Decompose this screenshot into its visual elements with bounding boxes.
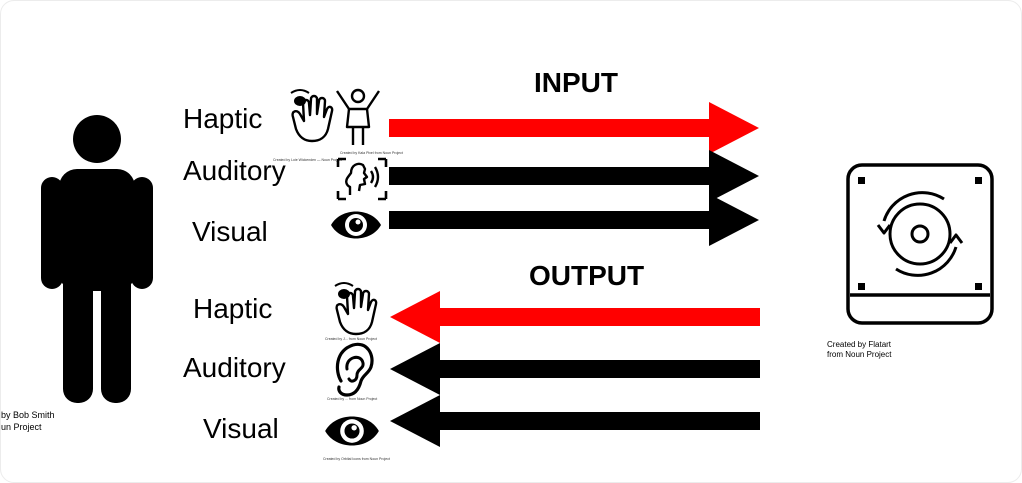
input-auditory-arrow bbox=[389, 150, 759, 202]
cheer-credit: Created by Kala Pixel from Noun Project bbox=[340, 151, 403, 155]
tap-hand-icon bbox=[290, 89, 334, 143]
eye-output-credit: Created by Orbital Icons from Noun Proje… bbox=[323, 457, 390, 461]
person-icon bbox=[41, 115, 153, 403]
device-sync-icon bbox=[846, 163, 994, 325]
input-haptic-label: Haptic bbox=[183, 103, 263, 134]
output-auditory-arrow bbox=[390, 343, 760, 395]
input-visual-arrow bbox=[389, 194, 759, 246]
eye-icon bbox=[331, 211, 381, 239]
input-visual-label: Visual bbox=[192, 216, 268, 247]
ear-credit: Created by ... from Noun Project bbox=[327, 397, 378, 401]
voice-recognition-icon bbox=[336, 157, 388, 201]
tap-output-credit: Created by J... from Noun Project bbox=[325, 337, 377, 341]
device-credit-line-2: from Noun Project bbox=[827, 350, 892, 359]
tap-hand-icon bbox=[334, 282, 378, 336]
person-credit-line-2: un Project bbox=[1, 422, 42, 432]
eye-icon bbox=[325, 416, 379, 446]
ear-icon bbox=[335, 342, 374, 397]
output-haptic-label: Haptic bbox=[193, 293, 273, 324]
output-haptic-arrow bbox=[390, 291, 760, 343]
input-header: INPUT bbox=[534, 67, 618, 98]
output-header: OUTPUT bbox=[529, 260, 645, 291]
output-auditory-label: Auditory bbox=[183, 352, 286, 383]
output-visual-arrow bbox=[390, 395, 760, 447]
input-auditory-label: Auditory bbox=[183, 155, 286, 186]
device-credit-line-1: Created by Flatart bbox=[827, 340, 892, 349]
tap-input-credit: Created by Loie Wickenden — Noun Project bbox=[273, 158, 342, 162]
person-credit-line-1: by Bob Smith bbox=[1, 410, 55, 420]
output-visual-label: Visual bbox=[203, 413, 279, 444]
input-haptic-arrow bbox=[389, 102, 759, 154]
cheering-person-icon bbox=[336, 88, 380, 145]
